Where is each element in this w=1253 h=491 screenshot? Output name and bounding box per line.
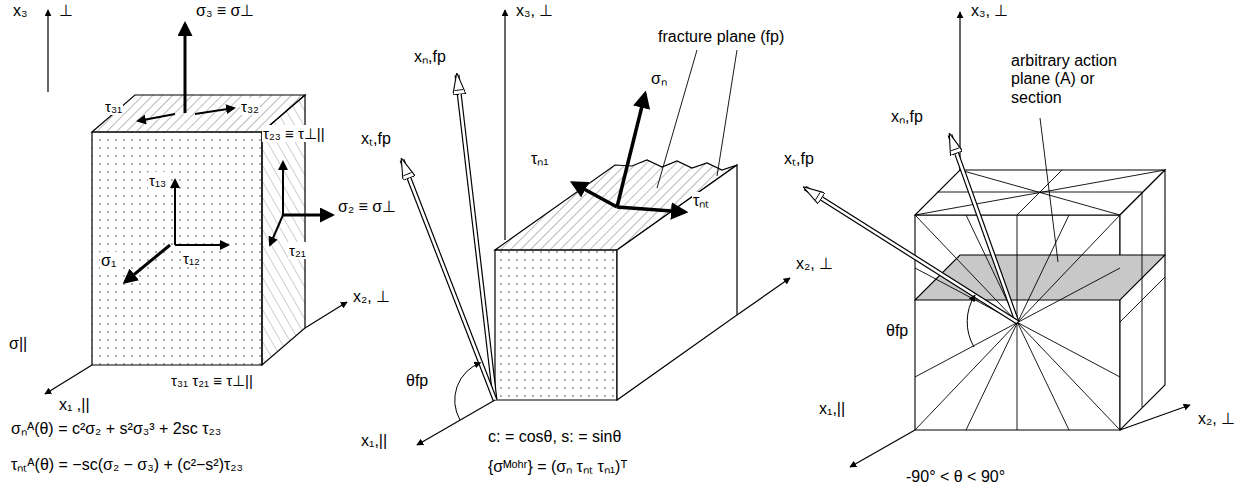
stress-arrows-part (174, 180, 176, 245)
action-plane-cube (915, 170, 1165, 430)
action-plane-cube-part (915, 255, 1165, 300)
formula: c: = cosθ, s: = sinθ (487, 428, 622, 446)
stress-arrows (45, 10, 347, 394)
axis-label: xₜ,fp (783, 150, 815, 168)
fracture-block-part-part (617, 207, 685, 212)
axis-label: xₙ,fp (413, 48, 447, 66)
fracture-block-part-part (417, 400, 495, 445)
stress-arrows-part (195, 108, 234, 114)
axis-label: x₁,|| (818, 400, 846, 418)
action-plane-cube-part-part (966, 215, 1069, 430)
stress-label: σ₂ ≡ σ⊥ (337, 198, 397, 216)
stress-label: τ₃₁ τ₂₁ ≡ τ⊥|| (170, 372, 254, 389)
axis-label: x₃, ⊥ (515, 2, 554, 20)
stress-arrows-part (305, 302, 347, 328)
action-plane-cube-part-part (1120, 277, 1165, 322)
fracture-block-part-part (402, 160, 495, 400)
axis-label: x₃ (12, 2, 29, 20)
fracture-block-part-part (737, 278, 790, 315)
stress-arrows-part (47, 10, 48, 92)
stress-arrows-part (138, 114, 175, 121)
stress-arrows-part (125, 245, 170, 282)
action-plane-cube-part (915, 215, 1120, 430)
stress-arrows-part (45, 365, 92, 394)
plane-label: arbitrary action plane (A) or section (1010, 52, 1140, 107)
action-plane-axes-part (805, 188, 1017, 322)
fracture-block-part-part (573, 183, 617, 207)
stress-arrows-part (282, 162, 284, 215)
stress-arrows-part (184, 24, 187, 113)
stress-label: τ₁₂ (182, 250, 201, 267)
stress-label: σ|| (8, 335, 28, 353)
fracture-block (402, 10, 790, 445)
axis-label: x₃, ⊥ (970, 2, 1009, 20)
action-plane-cube-part-part (915, 215, 1120, 430)
fracture-block-part-part (717, 50, 737, 176)
action-plane-axes-part (950, 135, 1017, 322)
action-plane-cube-part (1120, 170, 1165, 430)
axis-label: xₙ,fp (890, 108, 924, 126)
action-plane-cube-part-part (966, 215, 1069, 430)
stress-label: σ₃ ≡ σ⊥ (195, 2, 256, 20)
action-plane-axes-part (850, 430, 915, 467)
fracture-block-part-part (617, 165, 737, 400)
left-cube-part (92, 132, 262, 365)
axis-label: x₁ ,|| (58, 396, 91, 414)
formula: τₙₜᴬ(θ) = −sc(σ₂ − σ₃) + (c²−s²)τ₂₃ (10, 456, 244, 474)
stress-arrows-part (283, 214, 332, 217)
fracture-block-part-part (455, 363, 481, 420)
stress-label: σₙ (650, 70, 668, 88)
stress-label: τₙ₁ (530, 150, 550, 168)
angle-label: θfp (885, 322, 909, 340)
stress-arrows-part (270, 215, 283, 245)
angle-label: θfp (405, 372, 429, 390)
stress-label: τ₂₁ (288, 242, 307, 259)
fracture-block-part (402, 10, 790, 445)
action-plane-axes-part (950, 135, 1017, 322)
action-plane-cube-part-part (915, 215, 1120, 430)
plane-label: fracture plane (fp) (657, 28, 785, 46)
action-plane-axes-part (805, 188, 1017, 322)
action-plane-axes-part (1040, 118, 1058, 262)
action-plane-axes-part (967, 295, 975, 347)
fracture-block-part-part (504, 10, 505, 240)
axis-label: x₁,|| (360, 432, 388, 450)
axis-label: x₂, ⊥ (352, 288, 391, 306)
action-plane-axes-part (1120, 405, 1190, 430)
angle-range: -90° < θ < 90° (905, 468, 1006, 486)
fracture-block-part-part (495, 250, 617, 400)
action-plane-cube-part-part (915, 170, 1165, 215)
stress-arrows-part (175, 244, 228, 246)
axis-label: xₜ,fp (360, 130, 392, 148)
axis-label: ⊥ (58, 2, 74, 20)
fracture-block-part (495, 160, 737, 400)
axis-label: x₂, ⊥ (1197, 410, 1236, 428)
action-plane-cube-part (915, 170, 1165, 430)
stress-label: σ₁ (100, 252, 117, 270)
stress-label: τₙₜ (692, 192, 710, 210)
formula: σₙᴬ(θ) = c²σ₂ + s²σ₃³ + 2sc τ₂₃ (10, 420, 222, 438)
fracture-block-part-part (617, 94, 645, 207)
stress-label: τ₂₃ ≡ τ⊥|| (262, 125, 326, 142)
action-plane-axes (805, 12, 1190, 467)
stress-label: τ₃₁ (104, 98, 123, 115)
formula: {σᴹᵒʰʳ} = (σₙ τₙₜ τₙ₁)ᵀ (487, 458, 628, 476)
axis-label: x₂, ⊥ (795, 255, 834, 273)
stress-label: τ₃₂ (240, 98, 260, 115)
stress-label: τ₁₃ (148, 172, 167, 189)
fracture-block-part-part (402, 160, 495, 400)
action-plane-axes-part (959, 12, 960, 170)
